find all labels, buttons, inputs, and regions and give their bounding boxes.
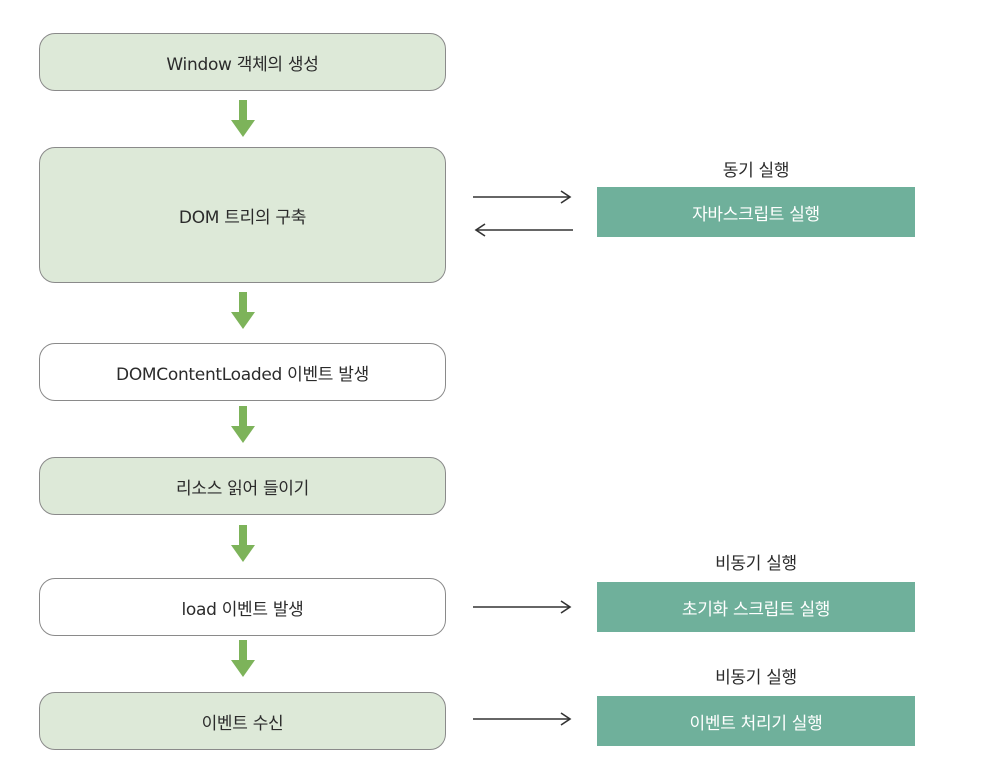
step-label: DOM 트리의 구축 — [178, 207, 307, 228]
step-window-creation: Window 객체의 생성 — [39, 33, 446, 91]
async-execution-caption: 비동기 실행 — [715, 554, 797, 574]
step-label: 이벤트 수신 — [201, 713, 284, 734]
arrow-right-icon — [473, 190, 572, 204]
init-script-box: 초기화 스크립트 실행 — [597, 582, 915, 632]
down-arrow-icon — [231, 525, 255, 562]
step-event-receive: 이벤트 수신 — [39, 692, 446, 750]
step-label: Window 객체의 생성 — [166, 54, 319, 75]
down-arrow-icon — [231, 100, 255, 137]
side-box-label: 초기화 스크립트 실행 — [681, 599, 831, 620]
side-box-label: 이벤트 처리기 실행 — [689, 713, 823, 734]
down-arrow-icon — [231, 640, 255, 677]
step-resource-loading: 리소스 읽어 들이기 — [39, 457, 446, 515]
js-execution-box: 자바스크립트 실행 — [597, 187, 915, 237]
step-label: DOMContentLoaded 이벤트 발생 — [116, 364, 369, 385]
step-dom-tree-build: DOM 트리의 구축 — [39, 147, 446, 283]
async-execution-caption: 비동기 실행 — [715, 668, 797, 688]
step-load-event: load 이벤트 발생 — [39, 578, 446, 636]
sync-execution-caption: 동기 실행 — [722, 161, 790, 181]
event-handler-box: 이벤트 처리기 실행 — [597, 696, 915, 746]
arrow-right-icon — [473, 600, 572, 614]
step-label: load 이벤트 발생 — [181, 599, 304, 620]
side-box-label: 자바스크립트 실행 — [692, 204, 820, 225]
down-arrow-icon — [231, 406, 255, 443]
arrow-left-icon — [474, 223, 573, 237]
down-arrow-icon — [231, 292, 255, 329]
step-label: 리소스 읽어 들이기 — [176, 478, 309, 499]
arrow-right-icon — [473, 712, 572, 726]
step-domcontentloaded: DOMContentLoaded 이벤트 발생 — [39, 343, 446, 401]
